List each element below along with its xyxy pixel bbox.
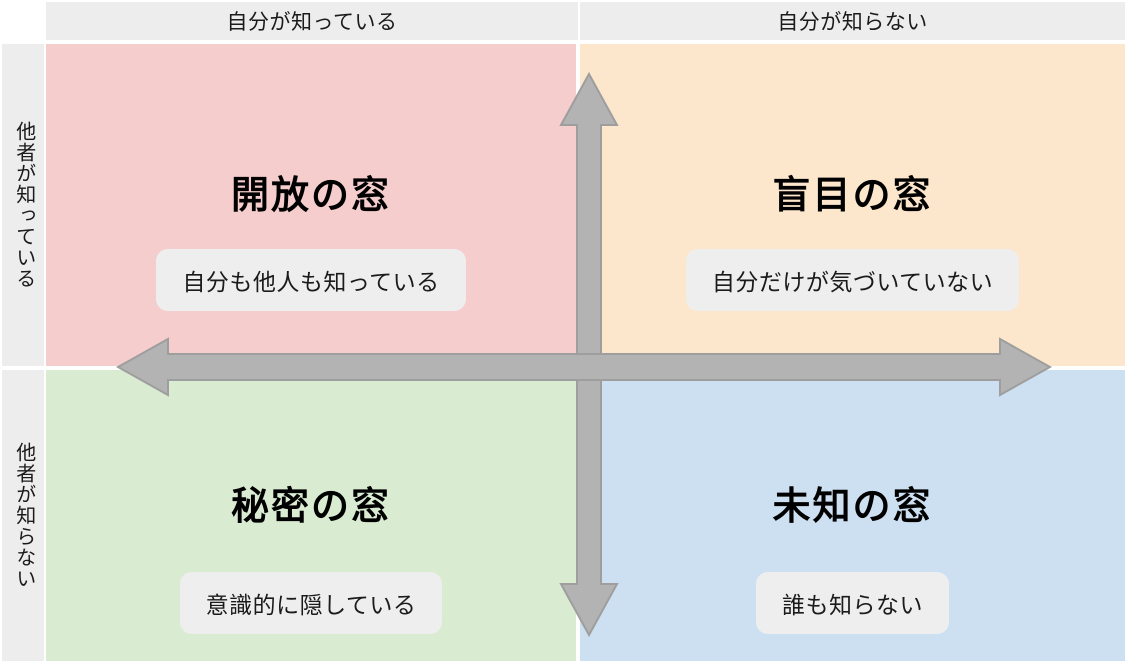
column-header-self-unknown: 自分が知らない <box>580 2 1125 40</box>
column-header-self-known: 自分が知っている <box>46 2 578 40</box>
quadrant-hidden-title: 秘密の窓 <box>230 486 391 528</box>
row-header-other-known: 他者が知っている <box>2 44 44 366</box>
column-header-self-unknown-label: 自分が知らない <box>777 11 928 34</box>
row-header-other-known-label: 他者が知っている <box>12 121 35 289</box>
row-header-other-unknown-label: 他者が知らない <box>12 442 35 589</box>
quadrant-open-title: 開放の窓 <box>230 175 391 217</box>
quadrant-unknown-title: 未知の窓 <box>772 486 933 528</box>
quadrant-open: 開放の窓 自分も他人も知っている <box>46 44 576 366</box>
quadrant-unknown-caption: 誰も知らない <box>756 572 949 634</box>
quadrant-blind: 盲目の窓 自分だけが気づいていない <box>580 44 1125 366</box>
column-header-self-known-label: 自分が知っている <box>226 11 398 34</box>
row-header-other-unknown: 他者が知らない <box>2 370 44 661</box>
quadrant-hidden: 秘密の窓 意識的に隠している <box>46 370 576 661</box>
quadrant-blind-title: 盲目の窓 <box>772 175 933 217</box>
quadrant-unknown: 未知の窓 誰も知らない <box>580 370 1125 661</box>
quadrant-open-caption: 自分も他人も知っている <box>156 249 466 311</box>
quadrant-blind-caption: 自分だけが気づいていない <box>685 249 1020 311</box>
quadrant-hidden-caption: 意識的に隠している <box>179 572 443 634</box>
